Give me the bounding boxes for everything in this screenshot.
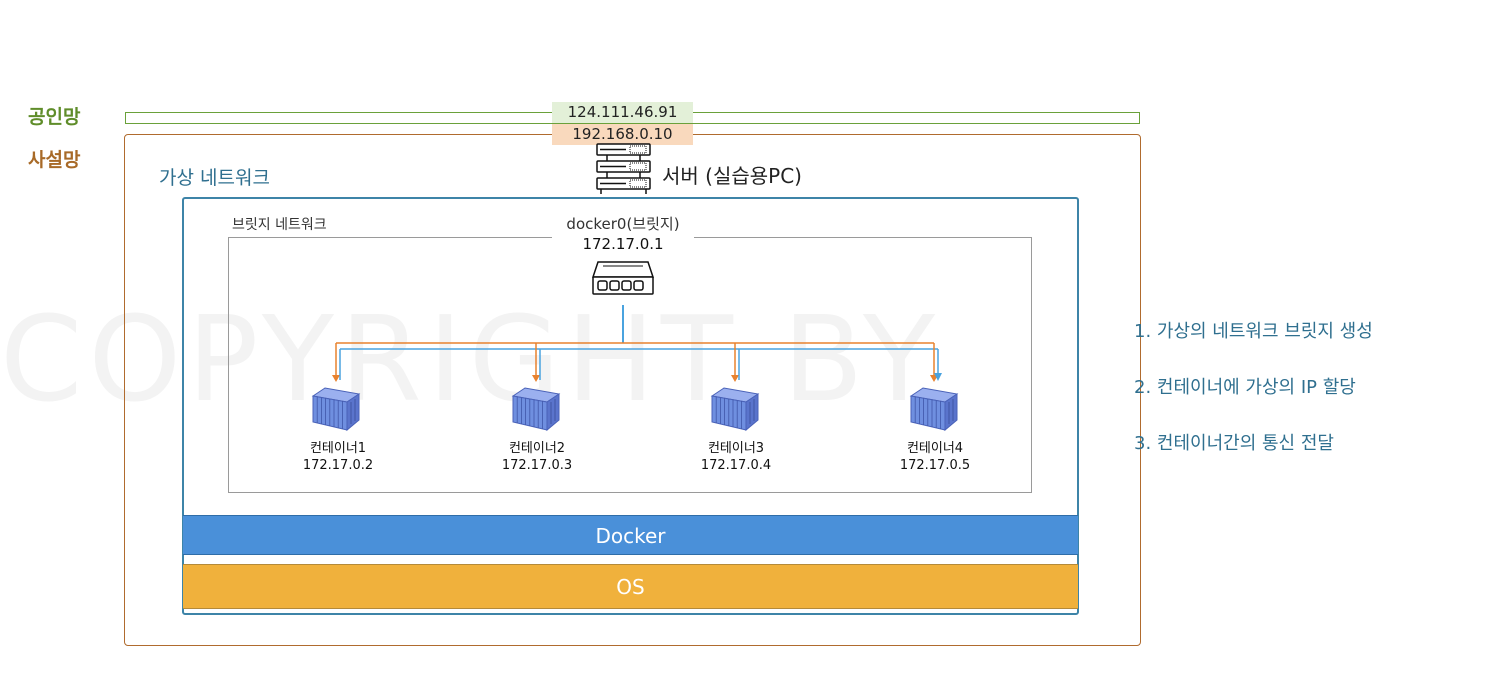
container-label-3: 컨테이너3 172.17.0.4 (676, 440, 796, 474)
docker0-ip: 172.17.0.1 (582, 235, 664, 253)
container-name: 컨테이너1 (309, 441, 367, 456)
container-name: 컨테이너4 (906, 441, 964, 456)
docker0-bridge: docker0(브릿지) 172.17.0.1 (552, 214, 694, 254)
container-icon (710, 387, 760, 432)
container-ip: 172.17.0.4 (700, 458, 772, 473)
bridge-network-label: 브릿지 네트워크 (232, 217, 327, 233)
container-label-4: 컨테이너4 172.17.0.5 (875, 440, 995, 474)
private-network-label: 사설망 (28, 149, 81, 171)
public-ip: 124.111.46.91 (552, 102, 693, 123)
container-icon (511, 387, 561, 432)
blue-arrow (934, 373, 942, 381)
orange-arrow (532, 375, 540, 382)
container-label-1: 컨테이너1 172.17.0.2 (278, 440, 398, 474)
step-1: 1. 가상의 네트워크 브릿지 생성 (1134, 321, 1373, 342)
container-icon (311, 387, 361, 432)
container-name: 컨테이너2 (508, 441, 566, 456)
orange-arrow (731, 375, 739, 382)
virtual-network-box (182, 197, 1079, 615)
virtual-network-label: 가상 네트워크 (159, 167, 270, 189)
docker-layer: Docker (183, 515, 1078, 555)
container-ip: 172.17.0.2 (302, 458, 374, 473)
step-3: 3. 컨테이너간의 통신 전달 (1134, 433, 1334, 454)
server-rack-icon (596, 143, 651, 194)
watermark-text: COPYRIGHT BY (0, 290, 942, 428)
container-ip: 172.17.0.5 (899, 458, 971, 473)
step-2: 2. 컨테이너에 가상의 IP 할당 (1134, 377, 1356, 398)
bridge-links (332, 305, 942, 382)
docker0-name: docker0(브릿지) (566, 215, 680, 233)
server-title: 서버 (실습용PC) (662, 164, 802, 188)
public-network-label: 공인망 (28, 106, 81, 128)
os-layer: OS (183, 564, 1078, 609)
private-ip: 192.168.0.10 (552, 124, 693, 145)
network-switch-icon (591, 261, 655, 295)
orange-arrow (332, 375, 340, 382)
container-ip: 172.17.0.3 (501, 458, 573, 473)
container-icon (909, 387, 959, 432)
container-icons (311, 387, 959, 432)
container-name: 컨테이너3 (707, 441, 765, 456)
container-label-2: 컨테이너2 172.17.0.3 (477, 440, 597, 474)
